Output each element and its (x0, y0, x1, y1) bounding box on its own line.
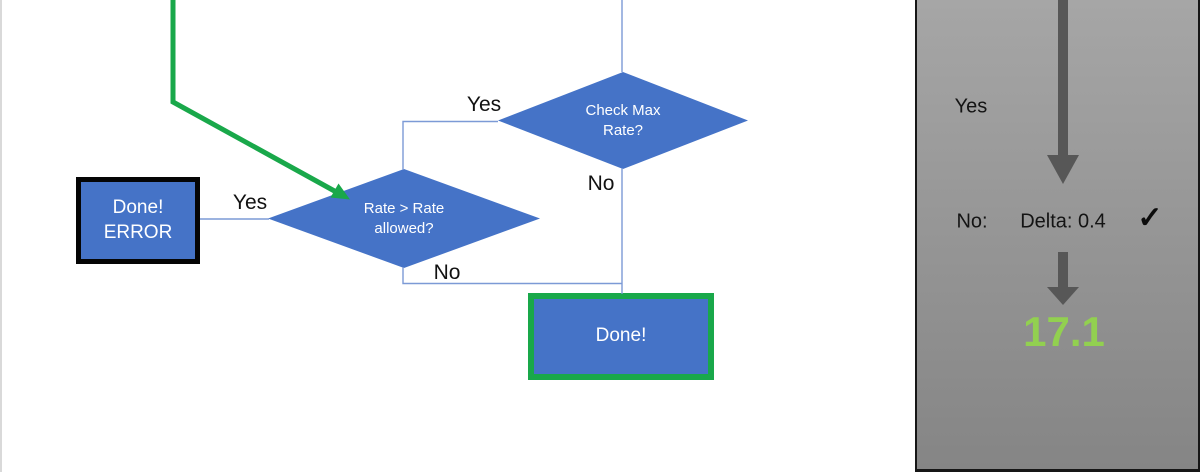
done-success-box: Done! (528, 293, 714, 380)
panel-no-label: No: (956, 210, 988, 233)
decision-check-max-rate: Check Max Rate? (498, 72, 748, 169)
green-path-line (170, 0, 341, 196)
slide-left-edge (0, 0, 2, 472)
label-rate-allowed-no: No (433, 261, 461, 284)
checkmark-icon: ✓ (1137, 201, 1163, 235)
decision-rate-allowed-label: Rate > Rate allowed? (363, 199, 445, 237)
panel-delta-value: Delta: 0.4 (1020, 210, 1106, 233)
status-side-panel (915, 0, 1200, 472)
done-success-box-label: Done! (595, 325, 647, 347)
label-check-max-no: No (587, 172, 615, 195)
label-check-max-yes: Yes (466, 93, 502, 116)
connector-check-max-yes (402, 120, 498, 170)
label-rate-allowed-yes: Yes (232, 191, 268, 214)
decision-check-max-rate-label: Check Max Rate? (585, 101, 661, 139)
done-error-box-label: Done! ERROR (103, 197, 173, 243)
panel-result-value: 17.1 (1023, 308, 1105, 355)
decision-rate-allowed: Rate > Rate allowed? (268, 169, 540, 268)
done-error-box: Done! ERROR (76, 177, 200, 264)
panel-yes-label: Yes (954, 95, 988, 118)
